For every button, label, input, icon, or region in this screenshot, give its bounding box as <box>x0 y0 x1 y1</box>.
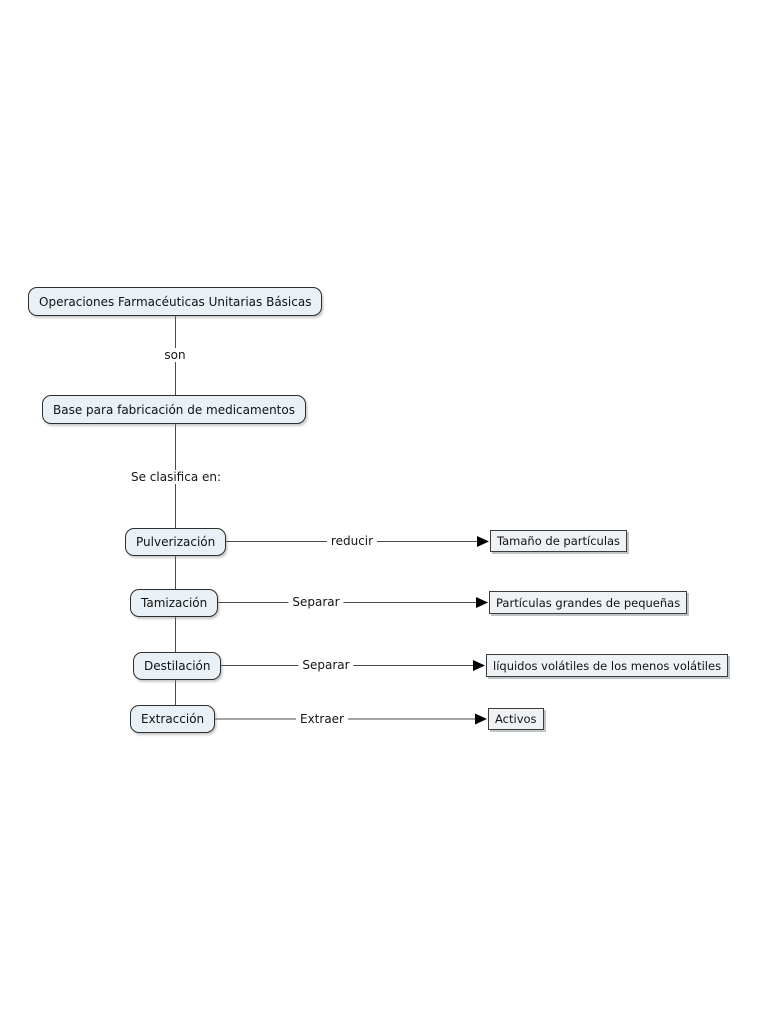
linking-phrase-son[interactable]: son <box>160 348 190 362</box>
arrowhead-tamizacion <box>476 597 488 608</box>
linking-phrase-classification[interactable]: Se clasifica en: <box>126 470 226 484</box>
arrowhead-destilacion <box>473 660 485 671</box>
concept-node-destilacion[interactable]: Destilación <box>133 652 222 680</box>
arrowhead-pulverizacion <box>477 536 489 547</box>
concept-node-pulverizacion[interactable]: Pulverización <box>125 528 227 556</box>
concept-node-tamizacion[interactable]: Tamización <box>130 589 219 617</box>
concept-node-base[interactable]: Base para fabricación de medicamentos <box>42 395 306 424</box>
concept-node-root[interactable]: Operaciones Farmacéuticas Unitarias Bási… <box>28 287 323 316</box>
result-node-particulas-grandes[interactable]: Partículas grandes de pequeñas <box>489 591 688 614</box>
linking-phrase-extraer[interactable]: Extraer <box>296 712 348 726</box>
linking-phrase-reducir[interactable]: reducir <box>326 534 378 548</box>
result-node-liquidos-volatiles[interactable]: líquidos volátiles de los menos volátile… <box>486 654 729 677</box>
result-node-tamano-de-particulas[interactable]: Tamaño de partículas <box>490 530 628 552</box>
linking-phrase-separar-1[interactable]: Separar <box>288 595 344 609</box>
linking-phrase-separar-2[interactable]: Separar <box>298 658 354 672</box>
concept-node-extraccion[interactable]: Extracción <box>130 705 216 733</box>
result-node-activos[interactable]: Activos <box>488 708 544 730</box>
arrowhead-extraccion <box>475 713 487 725</box>
